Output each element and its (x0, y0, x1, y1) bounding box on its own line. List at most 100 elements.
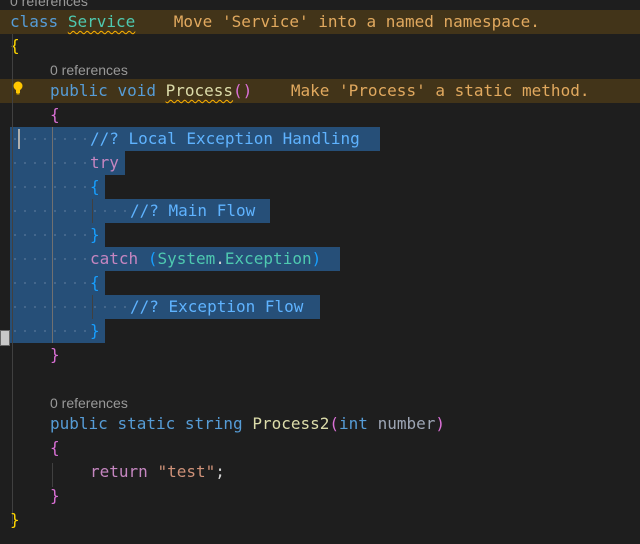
whitespace-dot (14, 330, 16, 332)
whitespace-dot (64, 306, 66, 308)
code-line-brace: } (10, 510, 20, 529)
text-cursor (18, 129, 20, 149)
parens: () (233, 81, 253, 100)
whitespace-dot (84, 306, 86, 308)
code-line-brace: } (90, 321, 100, 340)
selection (10, 127, 380, 151)
whitespace-dot (64, 282, 66, 284)
whitespace-dot (64, 138, 66, 140)
whitespace-dot (54, 210, 56, 212)
whitespace-dot (44, 306, 46, 308)
type-name: Exception (224, 249, 312, 268)
paren-open: ( (329, 414, 340, 433)
whitespace-dot (34, 306, 36, 308)
keyword-public: public (50, 81, 108, 100)
code-line-try: try (90, 153, 119, 172)
code-line-return: return "test"; (90, 460, 225, 484)
indent-guide (92, 199, 93, 223)
whitespace-dot (24, 162, 26, 164)
whitespace-dot (34, 186, 36, 188)
whitespace-dot (84, 186, 86, 188)
whitespace-dot (64, 258, 66, 260)
whitespace-dot (74, 162, 76, 164)
class-name[interactable]: Service (67, 12, 136, 31)
whitespace-dot (84, 234, 86, 236)
whitespace-dot (34, 234, 36, 236)
whitespace-dot (64, 186, 66, 188)
whitespace-dot (24, 138, 26, 140)
whitespace-dot (114, 210, 116, 212)
current-line-highlight (0, 10, 640, 34)
code-line-class: class Service Move 'Service' into a name… (10, 10, 540, 34)
code-line-brace: { (90, 177, 100, 196)
selection (10, 151, 125, 175)
whitespace-dot (44, 282, 46, 284)
code-line-brace: { (10, 36, 20, 55)
whitespace-dot (34, 258, 36, 260)
whitespace-dot (14, 210, 16, 212)
whitespace-dot (84, 210, 86, 212)
whitespace-dot (14, 258, 16, 260)
whitespace-dot (84, 138, 86, 140)
whitespace-dot (54, 234, 56, 236)
whitespace-dot (24, 210, 26, 212)
whitespace-dot (84, 162, 86, 164)
whitespace-dot (74, 282, 76, 284)
whitespace-dot (64, 210, 66, 212)
code-line-brace: { (50, 105, 60, 124)
whitespace-dot (54, 186, 56, 188)
whitespace-dot (44, 234, 46, 236)
paren-close: ) (311, 249, 322, 268)
code-line-method2: public static string Process2(int number… (50, 412, 445, 436)
dot: . (215, 249, 225, 268)
whitespace-dot (54, 162, 56, 164)
whitespace-dot (74, 306, 76, 308)
code-line-brace: } (50, 345, 60, 364)
keyword-catch: catch (90, 249, 139, 268)
code-line-comment: //? Main Flow (130, 199, 255, 223)
keyword-void: void (117, 81, 156, 100)
whitespace-dot (24, 282, 26, 284)
whitespace-dot (24, 330, 26, 332)
param-name: number (377, 414, 436, 433)
param-type: int (339, 414, 368, 433)
whitespace-dot (104, 306, 106, 308)
whitespace-dot (64, 162, 66, 164)
whitespace-dot (44, 330, 46, 332)
code-lens-references[interactable]: 0 references (10, 0, 88, 9)
whitespace-dot (54, 258, 56, 260)
whitespace-dot (54, 306, 56, 308)
inline-hint[interactable]: Make 'Process' a static method. (290, 81, 590, 100)
namespace: System (157, 249, 216, 268)
code-line-method1: public void Process() Make 'Process' a s… (50, 79, 589, 103)
current-line-highlight (0, 79, 640, 103)
whitespace-dot (104, 210, 106, 212)
whitespace-dot (34, 210, 36, 212)
method-name[interactable]: Process (165, 81, 234, 100)
selection (10, 199, 270, 223)
inline-hint[interactable]: Move 'Service' into a named namespace. (173, 12, 540, 31)
code-lens-references[interactable]: 0 references (50, 62, 128, 78)
whitespace-dot (44, 138, 46, 140)
whitespace-dot (74, 186, 76, 188)
whitespace-dot (14, 138, 16, 140)
whitespace-dot (54, 330, 56, 332)
whitespace-dot (124, 210, 126, 212)
whitespace-dot (84, 330, 86, 332)
code-line-brace: { (50, 438, 60, 457)
whitespace-dot (34, 138, 36, 140)
code-lens-references[interactable]: 0 references (50, 395, 128, 411)
indent-guide (52, 127, 53, 343)
whitespace-dot (44, 162, 46, 164)
lightbulb-icon[interactable] (12, 81, 24, 95)
gutter-marker-icon[interactable] (0, 330, 10, 346)
code-line-comment: //? Exception Flow (130, 295, 303, 319)
comment-main: //? Main Flow (130, 201, 256, 220)
keyword-class: class (10, 12, 59, 31)
indent-guide (12, 34, 13, 524)
whitespace-dot (44, 258, 46, 260)
whitespace-dot (74, 210, 76, 212)
method-name[interactable]: Process2 (252, 414, 330, 433)
whitespace-dot (84, 258, 86, 260)
